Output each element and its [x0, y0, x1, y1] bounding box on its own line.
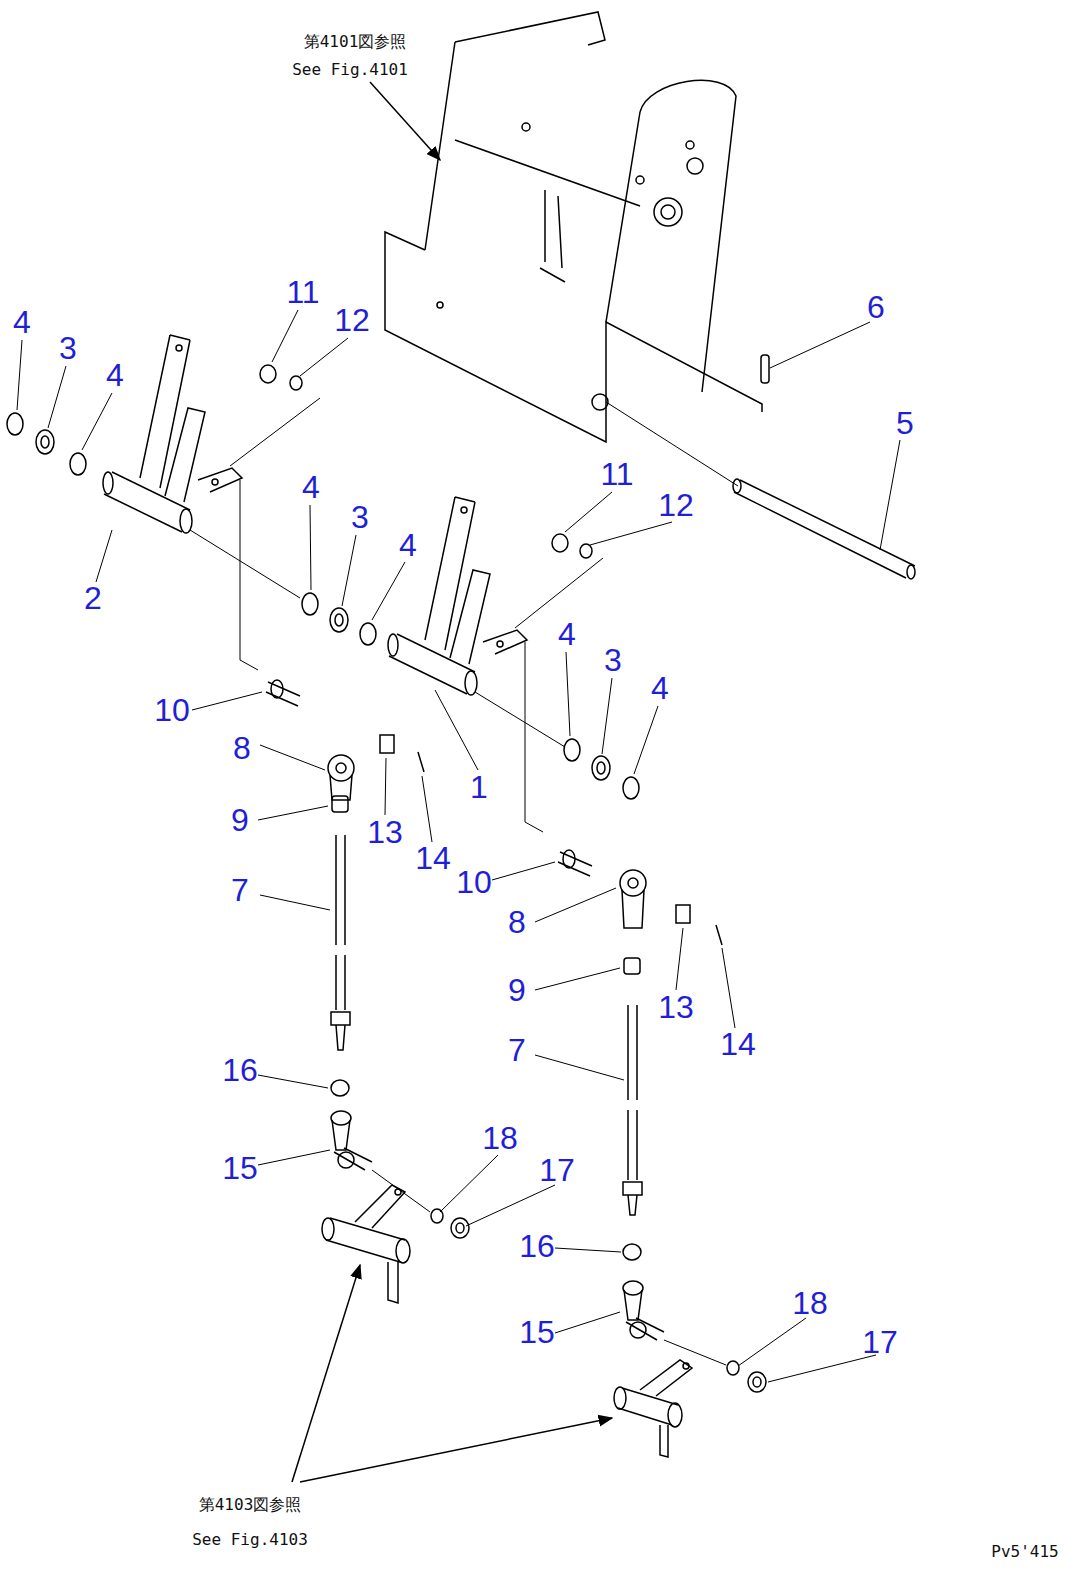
- callout-number: 8: [508, 906, 526, 938]
- callout-number: 8: [233, 732, 251, 764]
- callout-number: 4: [13, 306, 31, 338]
- callout-number: 11: [600, 458, 633, 490]
- callout-number: 10: [456, 866, 492, 898]
- callout-number: 6: [867, 291, 885, 323]
- callout-number: 16: [222, 1054, 258, 1086]
- callout-number: 7: [508, 1034, 526, 1066]
- callout-number: 12: [658, 489, 694, 521]
- callout-number: 15: [222, 1152, 258, 1184]
- callout-number: 4: [106, 359, 124, 391]
- callout-number: 13: [367, 816, 403, 848]
- reference-note: See Fig.4101: [292, 62, 408, 78]
- callout-number: 10: [154, 694, 190, 726]
- callout-number: 2: [84, 582, 102, 614]
- callout-number: 12: [334, 304, 370, 336]
- callout-number: 9: [231, 804, 249, 836]
- callout-number: 11: [286, 276, 319, 308]
- reference-note: 第4101図参照: [304, 34, 407, 50]
- callout-number: 17: [862, 1326, 898, 1358]
- reference-note: See Fig.4103: [192, 1532, 308, 1548]
- callout-number: 18: [792, 1287, 828, 1319]
- callout-number: 4: [399, 529, 417, 561]
- callout-number: 4: [302, 471, 320, 503]
- callout-number: 18: [482, 1122, 518, 1154]
- callout-number: 15: [519, 1316, 555, 1348]
- callout-number: 16: [519, 1230, 555, 1262]
- callout-number: 14: [720, 1028, 756, 1060]
- callout-number: 3: [604, 644, 622, 676]
- callout-number: 1: [470, 771, 488, 803]
- reference-note: Pv5'415: [991, 1544, 1058, 1560]
- callout-number: 3: [351, 501, 369, 533]
- callout-number: 17: [539, 1154, 575, 1186]
- callout-number: 4: [651, 672, 669, 704]
- callout-number: 14: [415, 842, 451, 874]
- callout-number: 5: [896, 407, 914, 439]
- callout-number: 3: [59, 332, 77, 364]
- callout-number: 9: [508, 974, 526, 1006]
- callout-number: 7: [231, 874, 249, 906]
- reference-note: 第4103図参照: [199, 1497, 302, 1513]
- callout-number: 13: [658, 991, 694, 1023]
- callout-number: 4: [558, 618, 576, 650]
